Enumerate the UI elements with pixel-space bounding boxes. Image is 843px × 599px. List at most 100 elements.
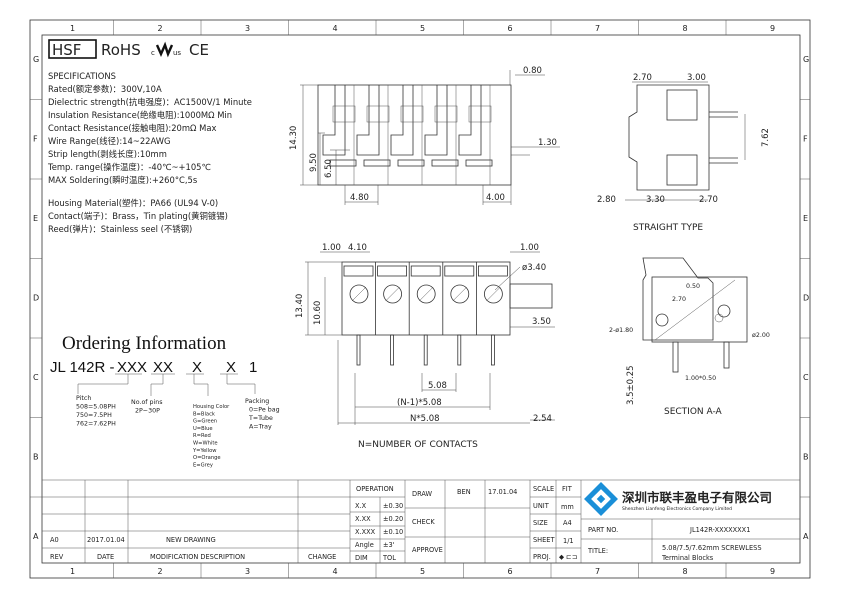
row-letter: E: [33, 214, 38, 223]
section-label: SECTION A-A: [664, 407, 723, 417]
tolerance-value: ±3': [383, 541, 395, 549]
spec-line: Wire Range(线径):14~22AWG: [48, 136, 171, 146]
dim-label: ø2.00: [752, 332, 770, 339]
code-suffix: 1: [249, 359, 257, 376]
column-number: 8: [683, 24, 688, 33]
hsf-box: [48, 39, 97, 59]
header-change: CHANGE: [308, 553, 336, 561]
dim-label: 2.80: [597, 195, 616, 205]
outer-frame: [29, 19, 811, 579]
part-no-value: JL142R-XXXXXXX1: [689, 526, 750, 534]
specifications: SPECIFICATIONS Rated(额定参数)：300V,10A Diel…: [47, 71, 252, 234]
dim-label: 3.50: [532, 317, 551, 327]
dim-label: 14.30: [289, 126, 299, 150]
dim-label: 1.00: [322, 243, 341, 253]
rev-value: A0: [50, 536, 59, 544]
ordering-option: Housing Color: [193, 404, 230, 410]
column-number: 2: [158, 24, 163, 33]
header-date: DATE: [97, 553, 114, 561]
tolerance-dim: Angle: [355, 541, 374, 549]
spec-line: Rated(额定参数)：300V,10A: [48, 84, 162, 94]
code-prefix: JL 142R -: [50, 359, 114, 376]
row-letter: B: [33, 453, 39, 462]
size-value: A4: [563, 519, 572, 527]
tolerance-value: ±0.20: [383, 515, 403, 523]
ordering-option: 750=7.5PH: [76, 412, 112, 419]
ordering-option: R=Red: [193, 433, 211, 439]
row-letter: G: [33, 55, 39, 64]
tolerance-dim: X.XXX: [355, 528, 376, 536]
column-number: 7: [595, 567, 600, 576]
dim-label: 4.80: [350, 193, 369, 203]
column-number: 9: [770, 567, 775, 576]
dim-label: 2.54: [533, 414, 552, 424]
row-letter: A: [803, 532, 809, 541]
ordering-option: 762=7.62PH: [76, 421, 116, 428]
ordering-option: T=Tube: [248, 415, 273, 422]
spec-line: Dielectric strength(抗电强度)：AC1500V/1 Minu…: [48, 97, 252, 107]
dim-label: 6.50: [324, 159, 334, 178]
column-number: 6: [508, 24, 513, 33]
title-block: [42, 479, 800, 563]
draw-date: 17.01.04: [488, 488, 517, 496]
row-letter: F: [33, 135, 38, 144]
code-packing: X: [226, 359, 236, 376]
dim-label: ø3.40: [522, 263, 546, 273]
sheet-label: SHEET: [533, 536, 555, 544]
ordering-option: E=Grey: [193, 462, 213, 468]
row-letter: B: [803, 453, 809, 462]
dim-label: 4.00: [486, 193, 505, 203]
row-letter: C: [803, 373, 809, 382]
ul-c: c: [151, 49, 155, 57]
side-view-drawing: 2.70 3.00 7.62 2.80 3.30 2.70 STRAIGHT T…: [597, 73, 771, 233]
ul-us: us: [173, 49, 181, 57]
sheet-value: 1/1: [563, 537, 574, 545]
ordering-option: A=Tray: [249, 424, 272, 431]
column-number: 5: [420, 567, 425, 576]
ordering-information: Ordering Information JL 142R - XXX XX X …: [50, 333, 280, 468]
tolerance-value: TOL: [382, 554, 396, 562]
row-letter: F: [803, 135, 808, 144]
ordering-option: No.of pins: [131, 399, 163, 406]
dim-label: 5.08: [428, 381, 447, 391]
ordering-option: 2P~30P: [135, 408, 160, 415]
column-number: 4: [333, 567, 338, 576]
dim-label: 1.00*0.50: [685, 375, 716, 382]
dim-label: 9.50: [309, 153, 319, 172]
row-letter: D: [803, 294, 809, 303]
rev-date: 2017.01.04: [87, 536, 125, 544]
dim-label: 2.70: [699, 195, 718, 205]
column-number: 3: [245, 567, 250, 576]
inner-frame: [41, 34, 801, 564]
approve-label: APPROVE: [412, 546, 443, 554]
ce-logo: CE: [189, 41, 209, 59]
row-letter: A: [33, 532, 39, 541]
tolerance-dim: X.XX: [355, 515, 371, 523]
ordering-option: B=Black: [193, 411, 215, 417]
ordering-option: 0=Pe bag: [249, 407, 280, 414]
rohs-logo: RoHS: [101, 41, 141, 59]
ordering-option: W=White: [193, 441, 218, 447]
dim-label: 2.70: [672, 296, 686, 303]
material-line: Contact(端子)：Brass，Tin plating(黄铜镀锡): [48, 211, 228, 221]
company-name-cn: 深圳市联丰盈电子有限公司: [622, 490, 772, 505]
ordering-option: Y=Yellow: [192, 448, 217, 454]
spec-line: MAX Soldering(瞬时温度):+260°C,5s: [48, 175, 197, 185]
ordering-option: Pitch: [76, 395, 91, 402]
column-number: 6: [508, 567, 513, 576]
ordering-option: U=Blue: [193, 426, 213, 432]
dim-label: 1.30: [538, 138, 557, 148]
part-no-label: PART NO.: [588, 526, 618, 534]
ordering-option: G=Green: [193, 419, 217, 425]
ul-logo-icon: [155, 41, 174, 58]
spec-line: Contact Resistance(接触电阻):20mΩ Max: [48, 123, 216, 133]
top-view-drawing: 0.80 14.30 9.50 6.50 1.30 4.80 4.00: [289, 66, 560, 205]
dim-label: 7.62: [761, 128, 771, 147]
dim-label: 2-ø1.80: [609, 327, 633, 334]
straight-type-label: STRAIGHT TYPE: [633, 223, 703, 233]
dim-label: 3.30: [646, 195, 665, 205]
material-line: Housing Material(塑件)：PA66 (UL94 V-0): [48, 198, 218, 208]
